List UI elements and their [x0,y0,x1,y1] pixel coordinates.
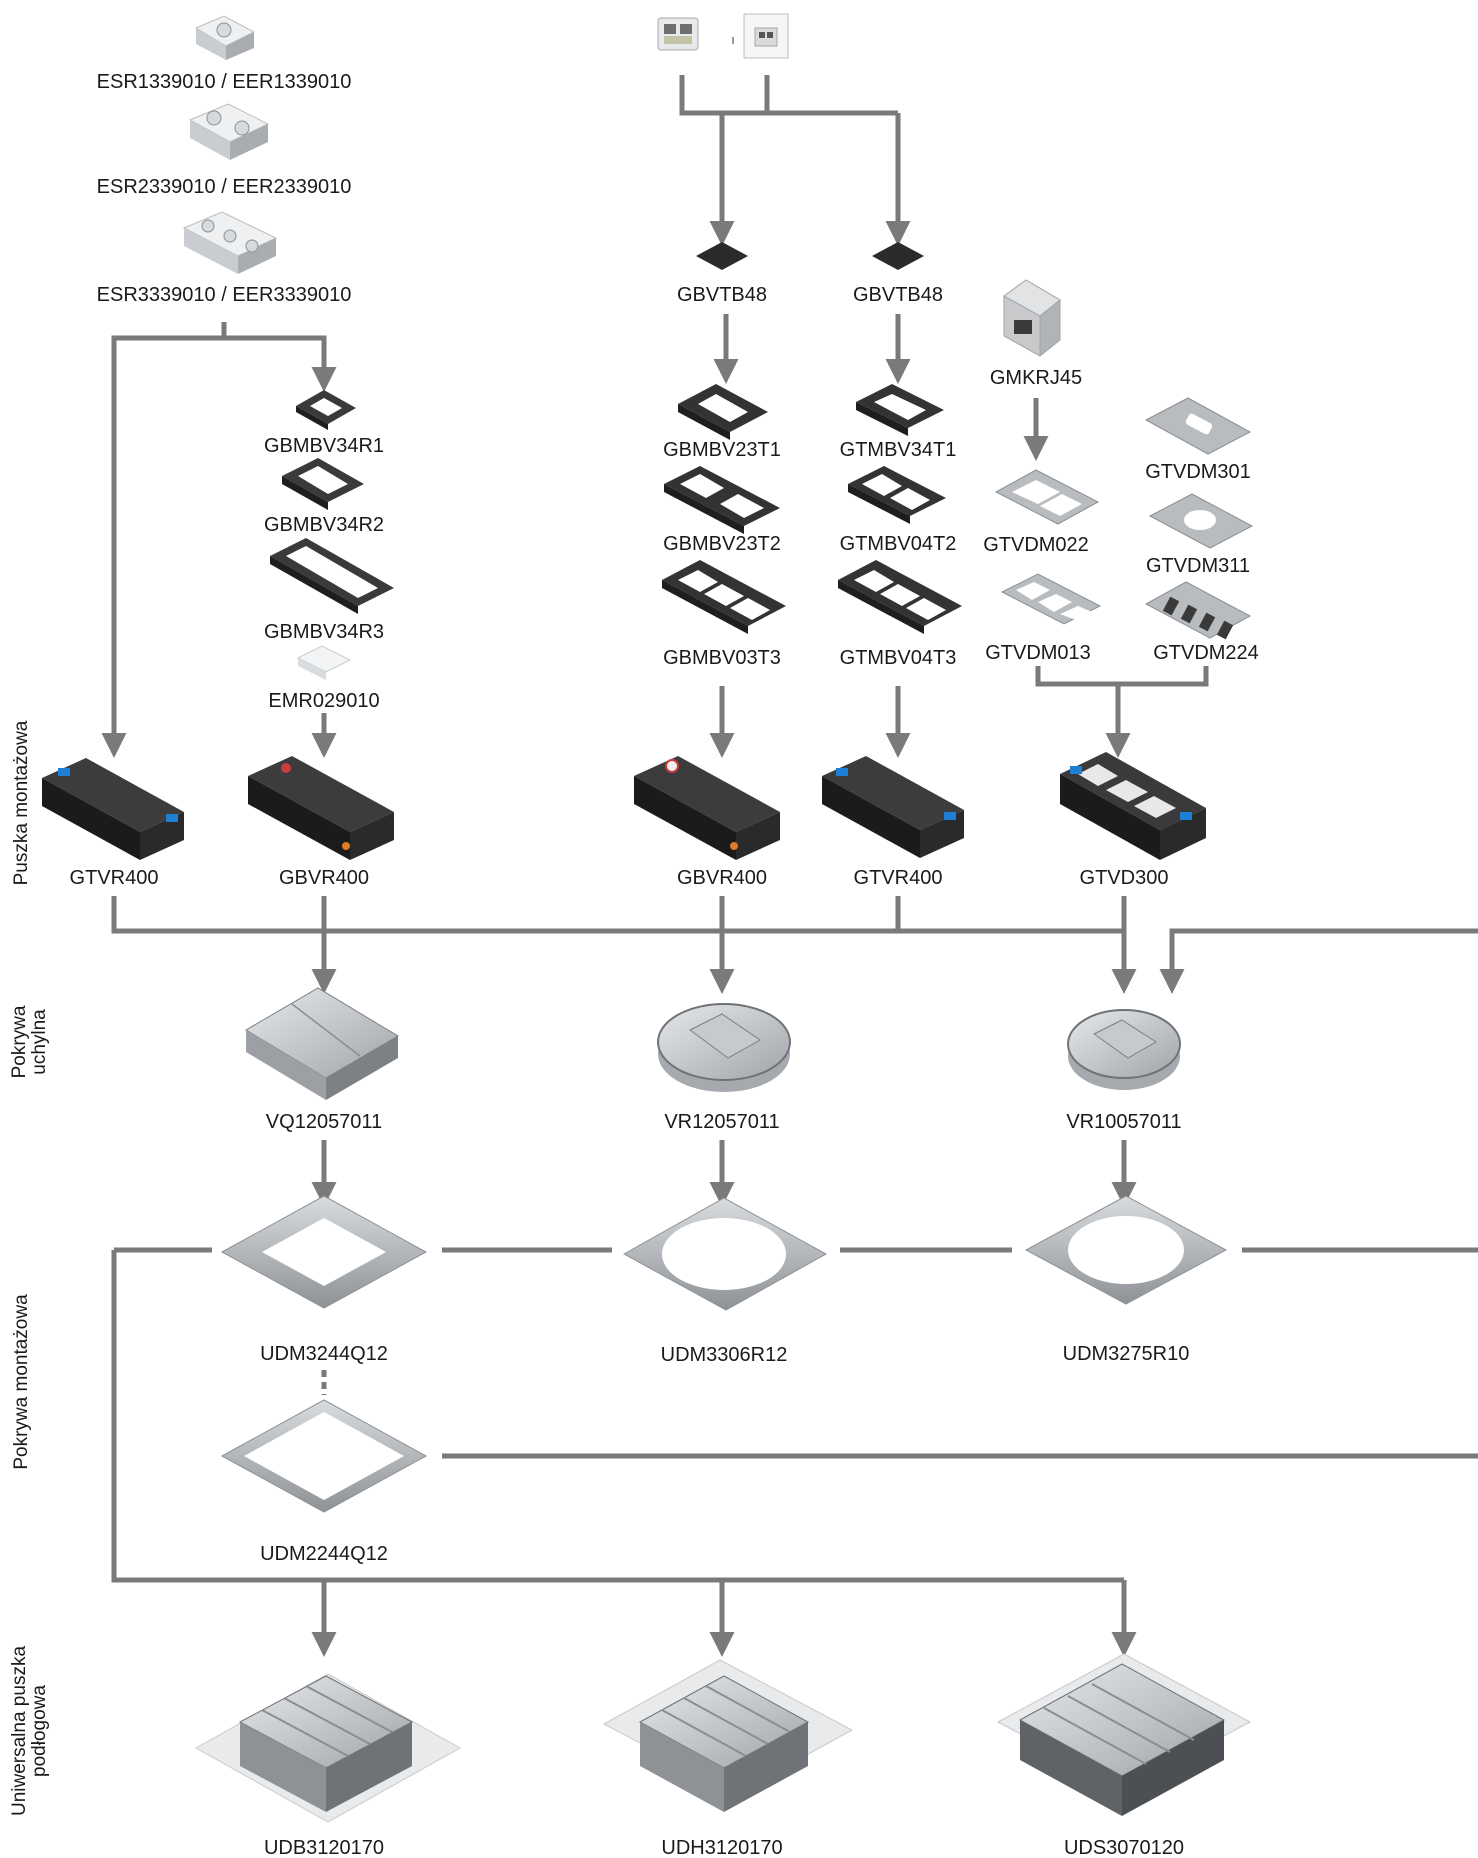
frame-gtmbv34t1-image [856,384,944,436]
label-gbvtb48-right: GBVTB48 [853,284,943,306]
plate-gtvdm311-image [1148,493,1254,549]
label-vr10057011: VR10057011 [1066,1111,1181,1133]
frame-gbmbv23t2-image [664,466,780,534]
label-vr12057011: VR12057011 [664,1111,779,1133]
box-gtvr400-left-image [42,758,184,860]
row-label-mounting-box: Puszka montażowa [11,720,32,885]
label-gbvr400-right: GBVR400 [677,867,767,889]
label-gtmbv04t3: GTMBV04T3 [840,647,957,669]
box-gbvr400-right-image [634,756,780,860]
box-gbvr400-left-image [248,756,394,860]
cover-udm2244q12-image [220,1399,428,1513]
label-gbmbv34r2: GBMBV34R2 [264,514,384,536]
cover-vr12057011-image [657,1003,791,1092]
row-label-universal-line1: Uniwersalna puszka [9,1646,30,1816]
label-vq12057011: VQ12057011 [266,1111,382,1133]
row-label-mounting-cover: Pokrywa montażowa [11,1294,32,1470]
label-udb3120170: UDB3120170 [264,1837,384,1858]
frame-gbmbv34r3-image [270,538,394,614]
label-udm2244q12: UDM2244Q12 [260,1543,388,1565]
connector-lines [101,75,1478,1643]
label-gbmbv23t1: GBMBV23T1 [663,439,781,461]
box-gtvd300-image [1060,752,1206,860]
label-udm3275r10: UDM3275R10 [1063,1343,1190,1365]
arrow-to-gtvr400-left [101,322,227,758]
label-gtvr400-left: GTVR400 [70,867,159,889]
cover-vq12057011-image [245,987,399,1100]
label-gtvdm224: GTVDM224 [1153,642,1259,664]
row-label-tilt-cover-line2: uchylna [29,1009,50,1075]
floorbox-udh3120170-image [602,1659,854,1812]
frame-gbmbv34r2-image [282,458,364,510]
frame-gbmbv03t3-image [662,560,786,634]
row-label-universal-line2: podłogowa [29,1685,50,1777]
blank-emr029010-image [296,645,352,680]
label-gbmbv34r1: GBMBV34R1 [264,435,384,457]
cover-udm3306r12-image [622,1197,828,1311]
label-gtmbv34t1: GTMBV34T1 [840,439,957,461]
module-gmkrj45-image [1003,279,1061,358]
label-esr1339010: ESR1339010 / EER1339010 [97,71,352,93]
frame-gtmbv04t2-image [848,466,946,524]
plate-gtvdm224-image [1144,581,1252,640]
label-gbmbv23t2: GBMBV23T2 [663,533,781,555]
cover-udm3275r10-image [1024,1195,1228,1305]
label-gbmbv34r3: GBMBV34R3 [264,621,384,643]
label-gbvtb48-left: GBVTB48 [677,284,767,306]
label-esr3339010: ESR3339010 / EER3339010 [97,284,352,306]
label-gbmbv03t3: GBMBV03T3 [663,647,781,669]
socket-triple-image [182,211,278,274]
label-emr029010: EMR029010 [268,690,379,712]
frame-gtmbv04t3-image [838,560,962,634]
label-esr2339010: ESR2339010 / EER2339010 [97,176,352,198]
label-gtvdm022: GTVDM022 [983,534,1089,556]
floorbox-uds3070120-image [996,1653,1252,1816]
cover-vr10057011-image [1067,1009,1181,1090]
box-gtvr400-right-image [822,756,964,858]
label-gtvr400-right: GTVR400 [854,867,943,889]
label-gbvr400-left: GBVR400 [279,867,369,889]
label-gtvd300: GTVD300 [1080,867,1169,889]
frame-gbmbv23t1-image [678,384,768,440]
socket-single-image [194,15,256,60]
plate-gtvdm301-image [1144,397,1252,455]
label-udm3244q12: UDM3244Q12 [260,1343,388,1365]
floorbox-udb3120170-image [194,1673,462,1823]
label-gmkrj45: GMKRJ45 [990,367,1082,389]
label-gtvdm301: GTVDM301 [1145,461,1251,483]
socket-double-image [188,103,270,160]
blank-gbvtb48-right-image [872,242,924,270]
blank-gbvtb48-left-image [696,242,748,270]
label-gtvdm311: GTVDM311 [1146,555,1250,577]
label-gtmbv04t2: GTMBV04T2 [840,533,957,555]
frame-gbmbv34r1-image [296,390,356,430]
arrow-to-gbmbv34r1 [224,335,337,392]
label-udm3306r12: UDM3306R12 [661,1344,788,1366]
outlet-rj45-image [657,13,789,59]
row-label-tilt-cover-line1: Pokrywa [9,1005,30,1078]
label-uds3070120: UDS3070120 [1064,1837,1184,1858]
cover-udm3244q12-image [220,1195,428,1309]
plate-gtvdm022-image [994,469,1100,525]
plate-gtvdm013-image [1000,573,1102,625]
label-gtvdm013: GTVDM013 [985,642,1091,664]
label-udh3120170: UDH3120170 [661,1837,782,1858]
